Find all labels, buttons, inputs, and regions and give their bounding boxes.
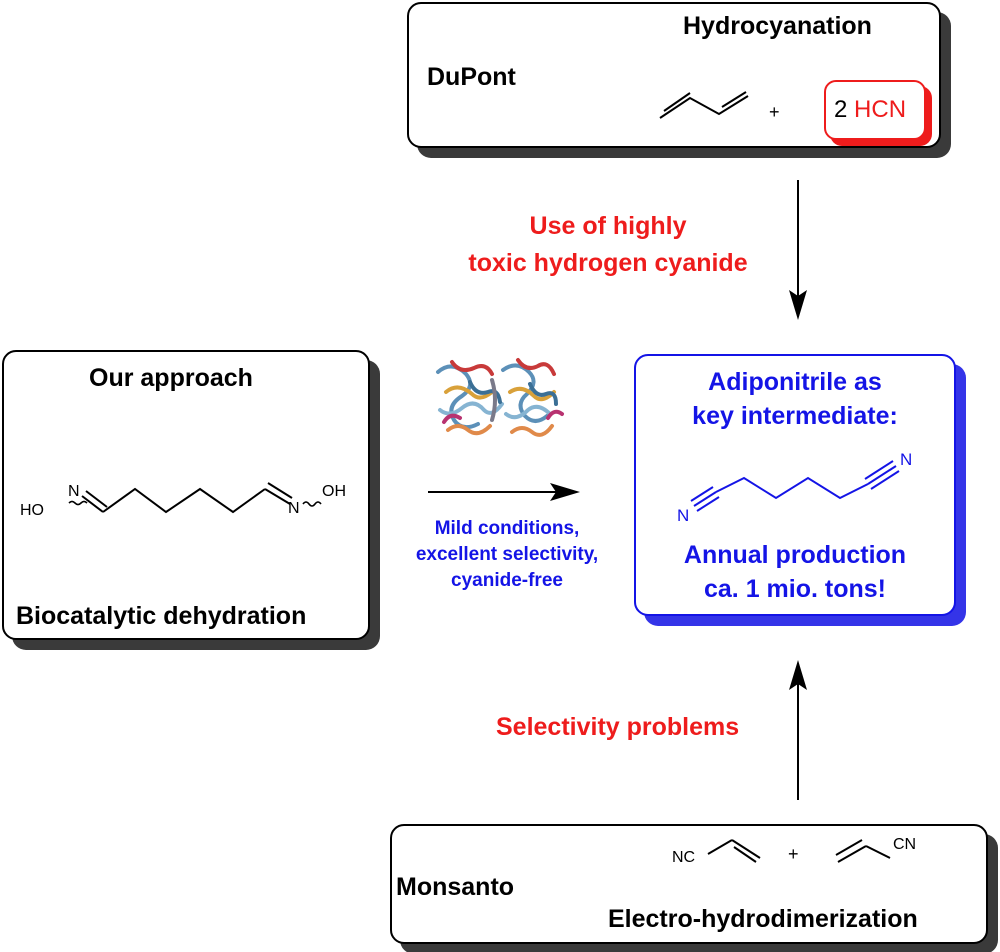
monsanto-box	[390, 824, 988, 944]
toxic-warning-line2: toxic hydrogen cyanide	[468, 249, 748, 277]
monsanto-company-label: Monsanto	[396, 873, 515, 901]
dupont-company-label: DuPont	[427, 63, 516, 91]
oxime-oh-right: OH	[322, 483, 346, 500]
toxic-warning-line1: Use of highly	[529, 212, 687, 240]
mild-conditions-line1: Mild conditions,	[434, 518, 580, 539]
dupont-plus: +	[769, 102, 780, 122]
dupont-process-title: Hydrocyanation	[683, 12, 872, 40]
production-line2: ca. 1 mio. tons!	[704, 575, 886, 603]
hcn-reagent: 2 HCN	[834, 96, 906, 124]
nitrile-n-right: N	[900, 450, 913, 469]
our-approach-box	[2, 350, 370, 640]
monsanto-plus: +	[788, 844, 799, 864]
mild-conditions-line2: excellent selectivity,	[415, 544, 599, 565]
hcn-reagent-box	[824, 80, 926, 140]
target-title-line2: key intermediate:	[692, 402, 898, 430]
target-title-line1: Adiponitrile as	[708, 368, 882, 396]
our-approach-title: Our approach	[89, 364, 253, 392]
acrylonitrile-nc-left: NC	[672, 849, 696, 866]
hcn-formula: HCN	[854, 96, 907, 123]
selectivity-problems-label: Selectivity problems	[496, 713, 740, 741]
hcn-count: 2	[834, 96, 848, 123]
production-line1: Annual production	[683, 541, 907, 569]
oxime-n-left: N	[68, 483, 80, 500]
our-approach-subtitle: Biocatalytic dehydration	[16, 602, 307, 630]
dupont-box	[407, 2, 941, 148]
mild-conditions-line3: cyanide-free	[451, 570, 563, 591]
monsanto-process-title: Electro-hydrodimerization	[608, 905, 918, 933]
oxime-n-right: N	[288, 500, 300, 517]
nitrile-n-left: N	[677, 506, 690, 525]
oxime-ho-left: HO	[20, 502, 44, 519]
acrylonitrile-cn-right: CN	[893, 836, 917, 853]
